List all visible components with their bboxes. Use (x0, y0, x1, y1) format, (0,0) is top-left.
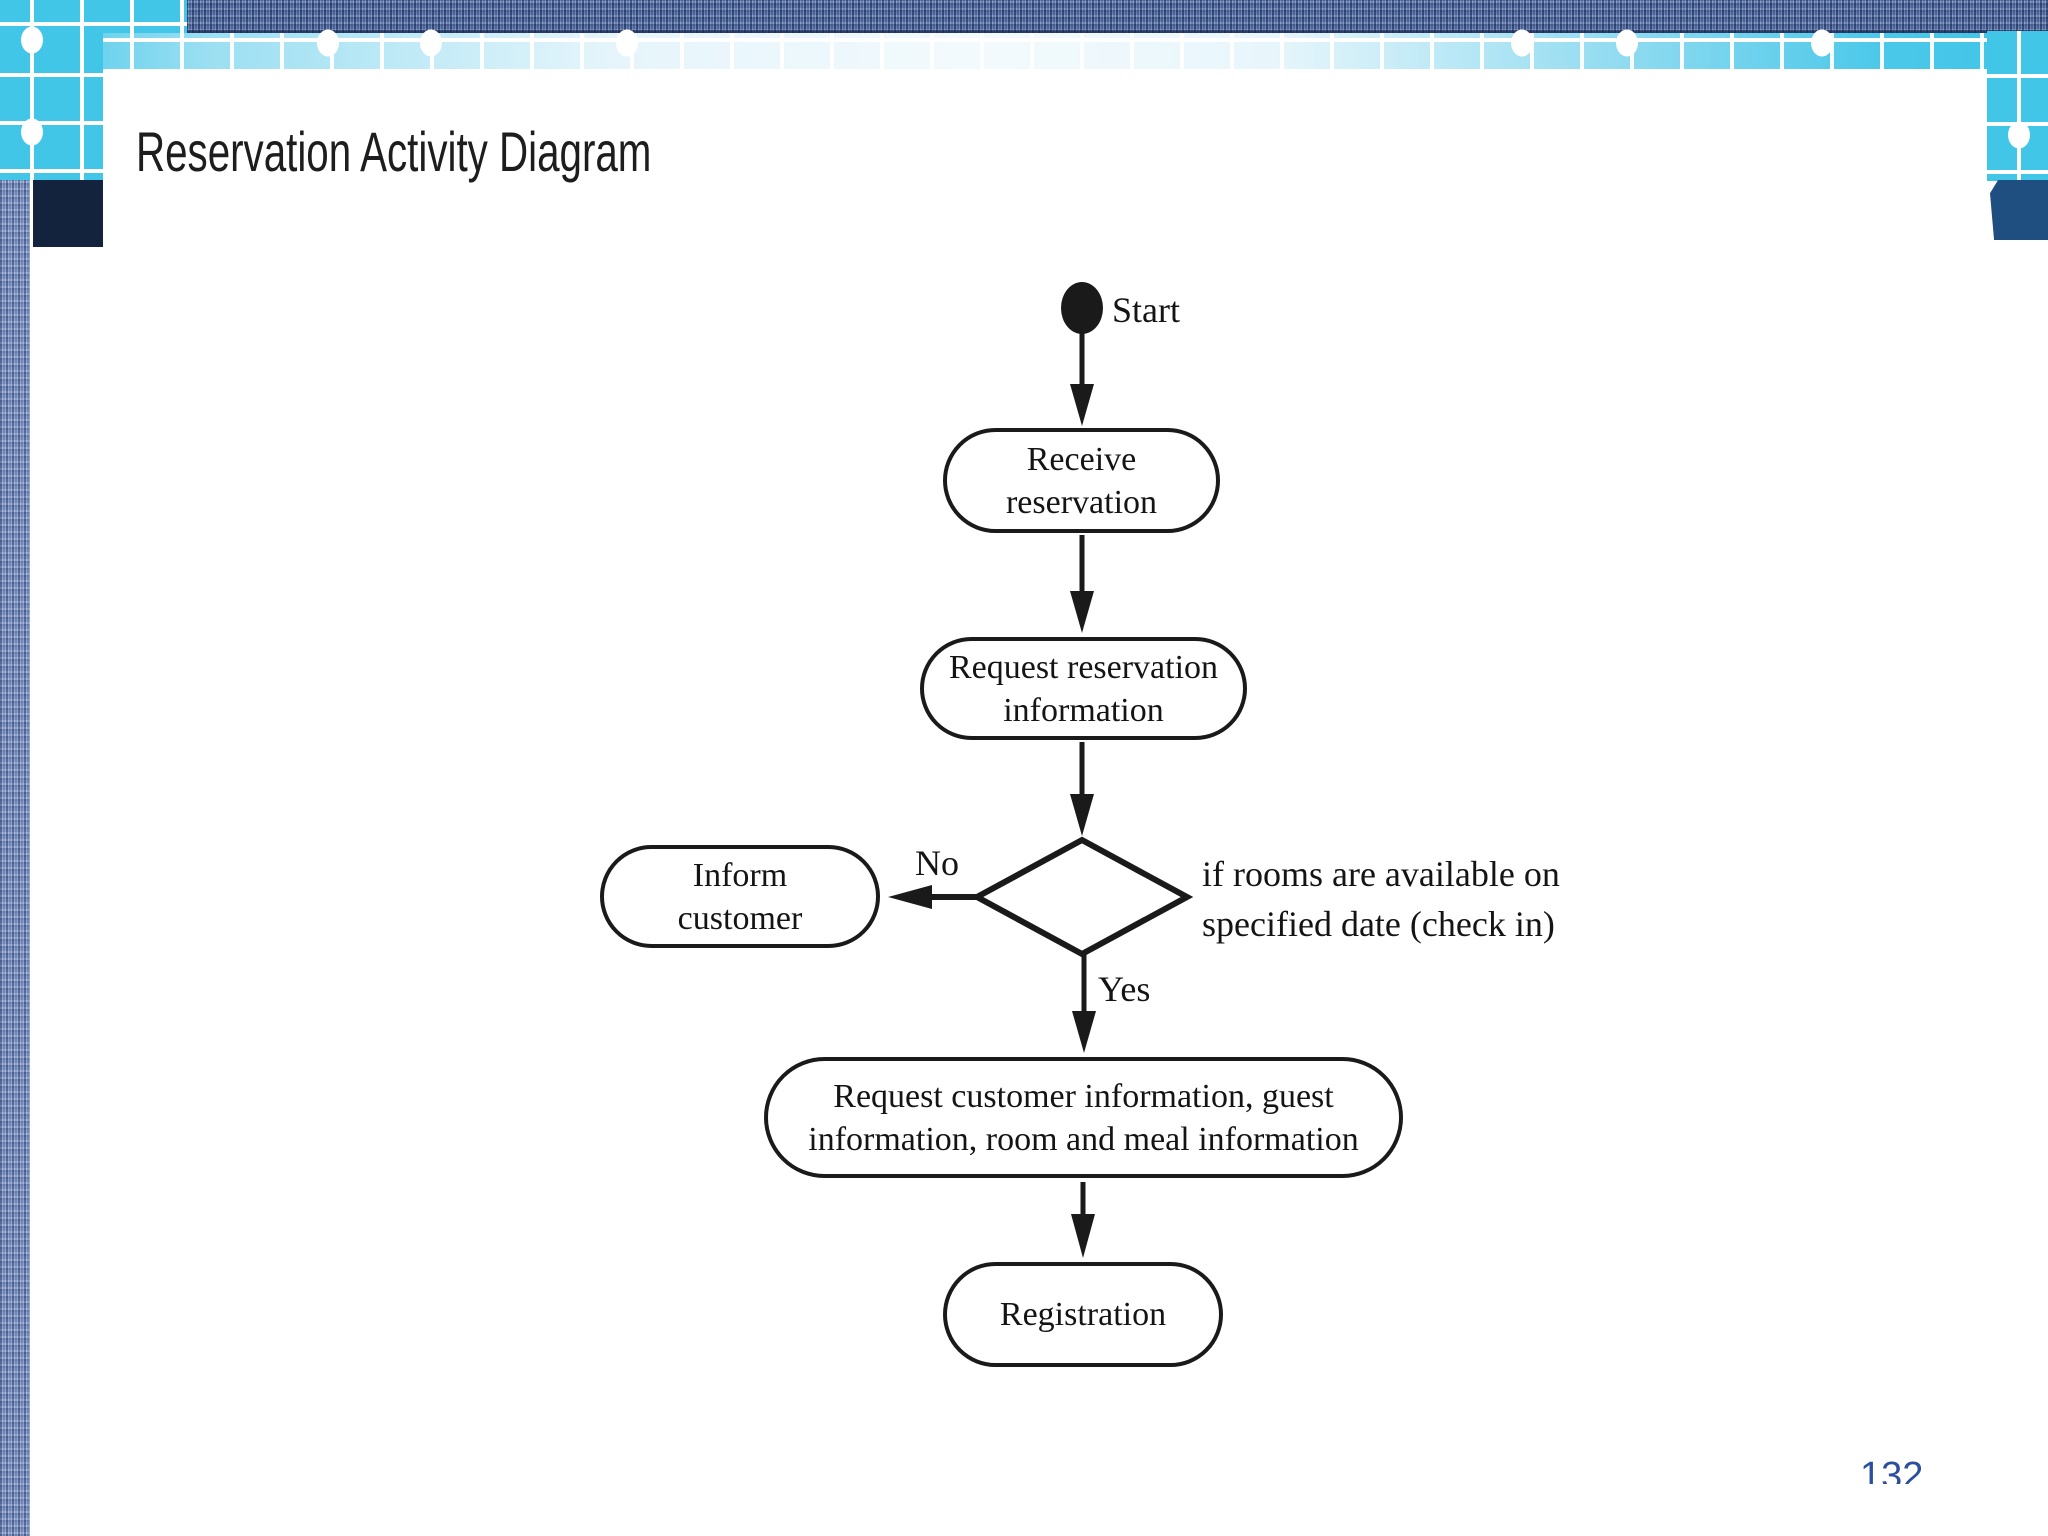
grid-dot (317, 29, 339, 57)
node-label: information, room and meal information (808, 1120, 1359, 1158)
decision-yes-label: Yes (1098, 969, 1151, 1009)
node-request-customer-details: Request customer information, guest info… (764, 1057, 1403, 1178)
arrow-request-to-decision (1070, 742, 1094, 836)
navy-square-right (1990, 180, 2048, 240)
page-title: Reservation Activity Diagram (136, 120, 652, 183)
grid-dot (1616, 29, 1638, 57)
grid-dot (21, 118, 43, 146)
cyan-grid-band (0, 33, 2048, 69)
grid-dot (1811, 29, 1833, 57)
node-label: customer (677, 899, 803, 937)
node-inform-customer: Inform customer (600, 845, 880, 948)
cyan-column-left (0, 33, 103, 180)
page-number-clip: 132 (1860, 1457, 1980, 1484)
arrow-start-to-receive (1070, 330, 1094, 426)
condition-note-line: if rooms are available on (1202, 854, 1560, 894)
condition-note-line: specified date (check in) (1202, 904, 1555, 944)
grid-dot (2008, 121, 2030, 149)
node-label: Inform (692, 856, 788, 894)
decision-condition-note: if rooms are available on specified date… (1202, 849, 1560, 949)
cyan-column-right (1987, 31, 2048, 181)
node-label: Registration (999, 1296, 1167, 1333)
node-request-reservation-information: Request reservation information (920, 637, 1247, 740)
node-label: Receive (1026, 440, 1137, 478)
start-node-icon (1061, 282, 1103, 334)
arrow-decision-to-details (1072, 954, 1096, 1053)
grid-dot (420, 29, 442, 57)
page-number: 132 (1860, 1457, 1924, 1484)
grid-dot (616, 29, 638, 57)
arrow-decision-to-inform (888, 885, 976, 909)
arrow-details-to-registration (1071, 1182, 1095, 1258)
denim-border-top (0, 0, 2048, 33)
node-registration: Registration (943, 1262, 1223, 1367)
decision-no-label: No (915, 843, 959, 883)
navy-square-left (33, 180, 103, 247)
arrow-receive-to-request (1070, 535, 1094, 633)
decision-diamond (970, 836, 1194, 958)
grid-dot (1511, 29, 1533, 57)
denim-border-left (0, 0, 30, 1536)
node-label: Request customer information, guest (833, 1077, 1334, 1115)
node-receive-reservation: Receive reservation (943, 428, 1220, 533)
node-label: information (1003, 691, 1164, 729)
start-label: Start (1112, 290, 1180, 330)
node-label: Request reservation (948, 648, 1219, 686)
node-label: reservation (1005, 483, 1158, 521)
grid-dot (21, 26, 43, 54)
